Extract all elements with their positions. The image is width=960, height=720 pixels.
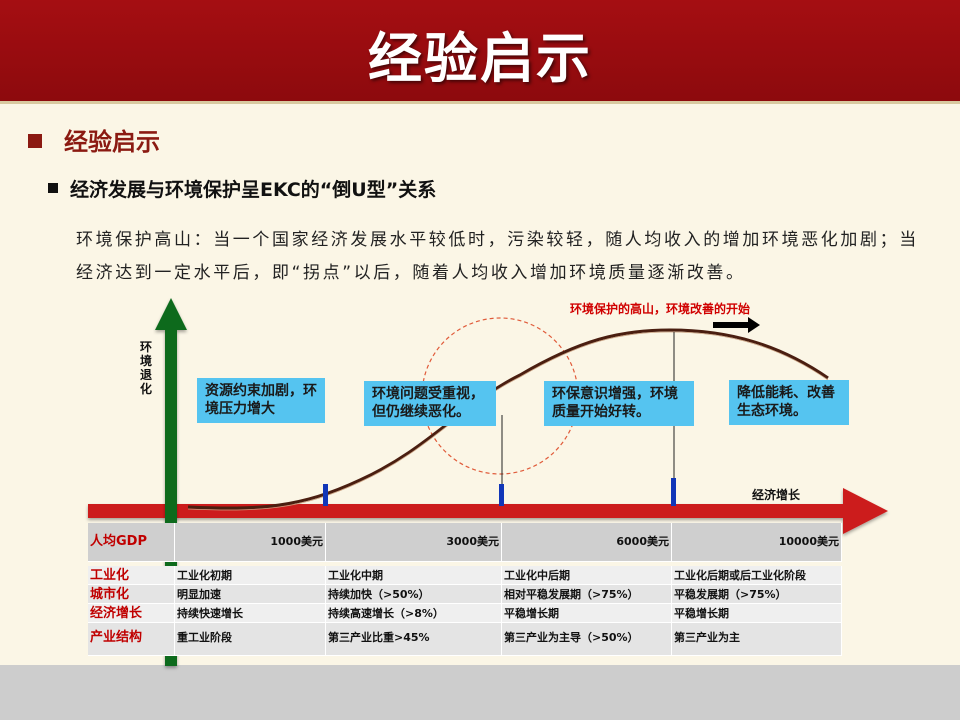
footer-band <box>0 665 960 720</box>
table-cell: 工业化后期或后工业化阶段 <box>672 566 842 584</box>
square-bullet-icon <box>28 134 42 148</box>
stage-box-4: 降低能耗、改善生态环境。 <box>729 380 849 425</box>
gdp-marker-3000 <box>499 484 504 506</box>
page-title: 经验启示 <box>368 27 592 90</box>
table-cell: 明显加速 <box>175 585 326 603</box>
table-row: 经济增长 持续快速增长 持续高速增长（>8%） 平稳增长期 平稳增长期 <box>88 604 842 623</box>
row-header: 工业化 <box>88 566 175 584</box>
row-header: 人均GDP <box>88 523 175 561</box>
stage-box-3: 环保意识增强，环境质量开始好转。 <box>544 381 694 426</box>
section-heading: 经验启示 <box>28 122 160 157</box>
table-cell: 重工业阶段 <box>175 623 326 655</box>
table-cell: 第三产业为主导（>50%） <box>502 623 672 655</box>
table-cell: 6000美元 <box>502 523 672 561</box>
table-row: 产业结构 重工业阶段 第三产业比重>45% 第三产业为主导（>50%） 第三产业… <box>88 623 842 656</box>
table-cell: 10000美元 <box>672 523 842 561</box>
stage-box-1: 资源约束加剧，环境压力增大 <box>197 378 325 423</box>
ekc-curve <box>187 328 829 510</box>
table-cell: 1000美元 <box>175 523 326 561</box>
table-cell: 3000美元 <box>326 523 502 561</box>
table-row: 城市化 明显加速 持续加快（>50%） 相对平稳发展期（>75%） 平稳发展期（… <box>88 585 842 604</box>
table-cell: 持续高速增长（>8%） <box>326 604 502 622</box>
table-row-gdp: 人均GDP 1000美元 3000美元 6000美元 10000美元 <box>88 523 842 562</box>
table-cell: 工业化中后期 <box>502 566 672 584</box>
table-row: 工业化 工业化初期 工业化中期 工业化中后期 工业化后期或后工业化阶段 <box>88 566 842 585</box>
section-subheading-text: 经济发展与环境保护呈EKC的“倒U型”关系 <box>70 179 437 201</box>
gdp-marker-1000 <box>323 484 328 506</box>
header-bar: 经验启示 <box>0 0 960 104</box>
square-bullet-icon <box>48 183 58 193</box>
row-header: 经济增长 <box>88 604 175 622</box>
stage-box-2: 环境问题受重视，但仍继续恶化。 <box>364 381 496 426</box>
gdp-marker-6000 <box>671 478 676 506</box>
table-cell: 相对平稳发展期（>75%） <box>502 585 672 603</box>
table-cell: 持续加快（>50%） <box>326 585 502 603</box>
section-heading-text: 经验启示 <box>64 128 160 156</box>
table-cell: 平稳发展期（>75%） <box>672 585 842 603</box>
row-header: 城市化 <box>88 585 175 603</box>
table-cell: 持续快速增长 <box>175 604 326 622</box>
table-cell: 工业化中期 <box>326 566 502 584</box>
y-axis-label: 环境退化 <box>140 340 153 396</box>
stage-table: 人均GDP 1000美元 3000美元 6000美元 10000美元 工业化 工… <box>88 523 842 656</box>
peak-arrow-icon <box>713 317 760 333</box>
row-header: 产业结构 <box>88 623 175 655</box>
table-cell: 第三产业为主 <box>672 623 842 655</box>
table-cell: 工业化初期 <box>175 566 326 584</box>
x-axis-arrow <box>88 488 888 534</box>
header-divider <box>0 101 960 104</box>
x-axis-label: 经济增长 <box>752 488 801 502</box>
section-subheading: 经济发展与环境保护呈EKC的“倒U型”关系 <box>48 175 436 202</box>
description-paragraph: 环境保护高山：当一个国家经济发展水平较低时，污染较轻，随人均收入的增加环境恶化加… <box>76 230 919 283</box>
peak-label: 环境保护的高山，环境改善的开始 <box>570 302 751 316</box>
table-cell: 平稳增长期 <box>672 604 842 622</box>
table-cell: 平稳增长期 <box>502 604 672 622</box>
ekc-curve-highlight <box>187 331 829 511</box>
table-cell: 第三产业比重>45% <box>326 623 502 655</box>
y-axis-arrow <box>155 298 187 666</box>
